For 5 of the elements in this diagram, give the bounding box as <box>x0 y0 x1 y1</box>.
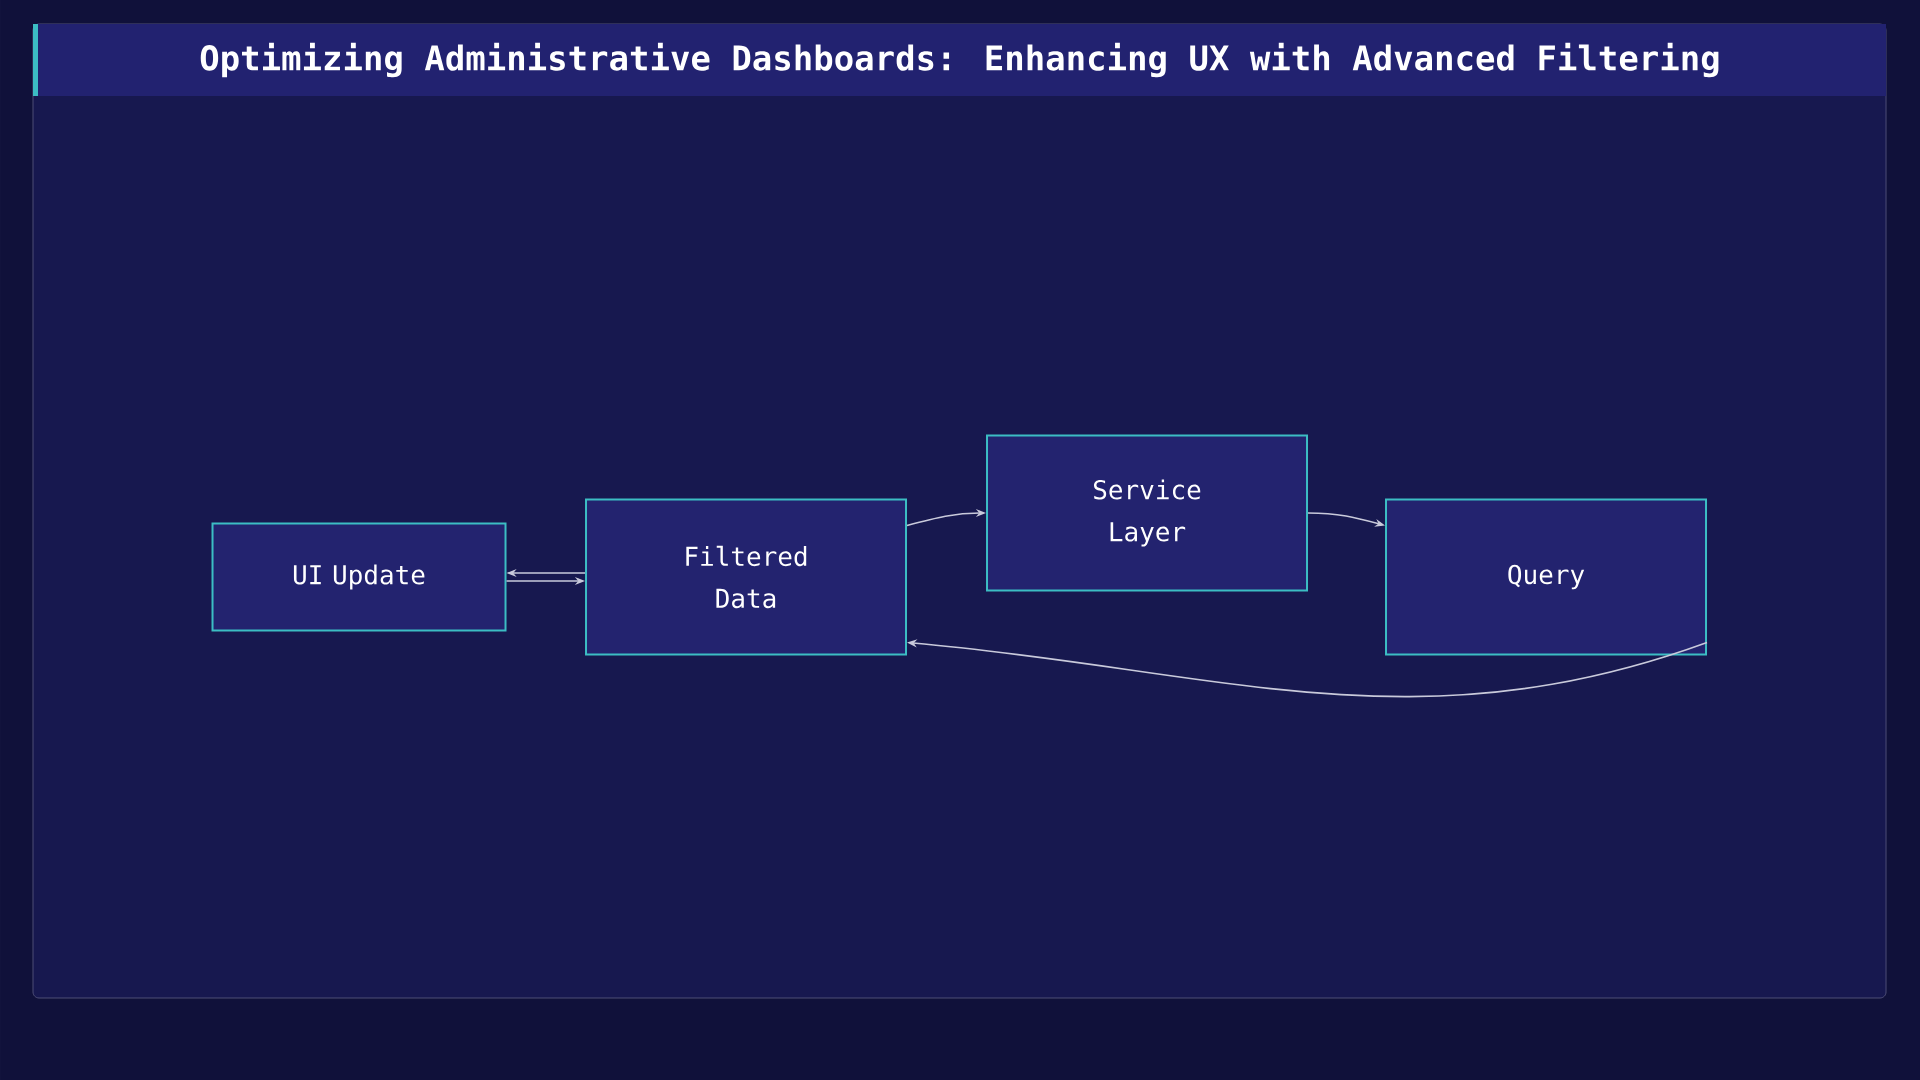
process-box: Filtered Data <box>585 498 907 656</box>
process-box: Query <box>1385 498 1707 656</box>
process-box: Service Layer <box>986 434 1308 592</box>
title-bar: Optimizing Administrative Dashboards: Enhancing UX with Advanced Filtering <box>33 24 1886 96</box>
process-box: UI Update <box>211 522 507 632</box>
